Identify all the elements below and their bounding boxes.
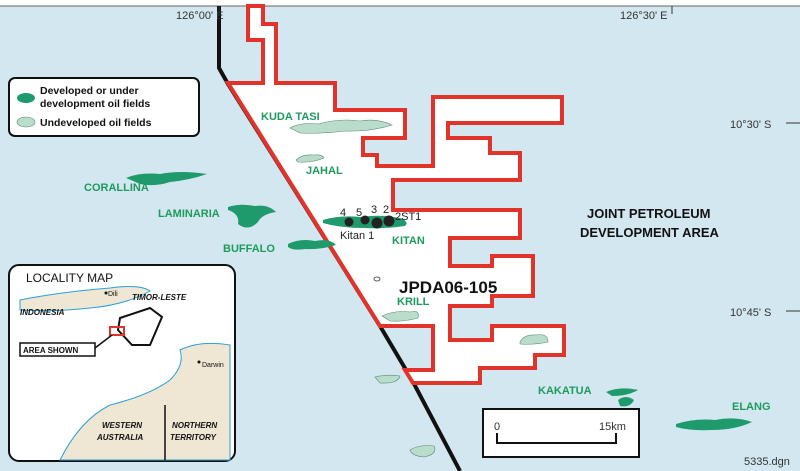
scale-end-label: 15km — [599, 421, 626, 433]
locality-timor-leste: TIMOR-LESTE — [132, 293, 187, 302]
well-label-3: 3 — [371, 204, 377, 216]
top-border — [0, 0, 800, 6]
field-kuda-tasi — [289, 119, 393, 134]
locality-darwin: Darwin — [202, 362, 224, 369]
label-corallina: CORALLINA — [84, 182, 149, 194]
jpda-label-line1: JOINT PETROLEUM — [587, 206, 711, 221]
well-dot-2 — [383, 215, 395, 227]
well-label-5: 5 — [356, 207, 362, 219]
license-label: JPDA06-105 — [399, 278, 497, 297]
label-buffalo: BUFFALO — [223, 243, 275, 255]
field-kakatua — [606, 388, 638, 396]
locality-nt-line2: TERRITORY — [170, 433, 217, 442]
field-undeveloped-east — [519, 334, 549, 345]
locality-wa-line1: WESTERN — [102, 421, 142, 430]
field-krill — [381, 310, 419, 322]
label-elang: ELANG — [732, 401, 771, 413]
developed-field-swatch — [17, 93, 35, 103]
well-label-kitan-1: Kitan 1 — [340, 230, 374, 242]
legend-undeveloped: Undeveloped oil fields — [40, 117, 152, 129]
jpda-label-line2: DEVELOPMENT AREA — [580, 225, 720, 240]
label-krill: KRILL — [397, 296, 430, 308]
file-reference: 5335.dgn — [744, 456, 790, 468]
field-elang — [676, 418, 752, 431]
locality-nt-line1: NORTHERN — [172, 421, 217, 430]
area-shown-marker — [109, 326, 125, 336]
latitude-label-10-45: 10°45' S — [730, 307, 771, 319]
legend: Developed or under development oil field… — [8, 77, 200, 137]
locality-area-shown: AREA SHOWN — [23, 346, 78, 355]
well-markers — [344, 215, 395, 229]
scale-start-label: 0 — [494, 421, 500, 433]
locality-map-inset: LOCALITY MAP Dili TIMOR-LESTE INDONESIA … — [8, 264, 236, 462]
label-kitan: KITAN — [392, 235, 425, 247]
field-buffalo — [288, 240, 336, 250]
well-dot-4 — [344, 217, 354, 227]
well-label-2st1: 2ST1 — [395, 211, 421, 223]
well-dot-5 — [360, 215, 370, 225]
locality-map-title: LOCALITY MAP — [26, 271, 113, 285]
label-jahal: JAHAL — [306, 165, 343, 177]
license-area-jpda06-105 — [224, 4, 566, 385]
well-label-4: 4 — [340, 207, 346, 219]
field-kakatua-2 — [618, 397, 634, 407]
undeveloped-field-swatch — [16, 116, 36, 128]
locality-wa-line2: AUSTRALIA — [96, 433, 143, 442]
well-label-2: 2 — [383, 204, 389, 216]
label-kuda-tasi: KUDA TASI — [261, 111, 320, 123]
longitude-label-126-30: 126°30' E — [620, 10, 667, 22]
latitude-label-10-30: 10°30' S — [730, 119, 771, 131]
label-kakatua: KAKATUA — [538, 385, 592, 397]
field-undeveloped-south — [374, 374, 401, 384]
label-laminaria: LAMINARIA — [158, 208, 220, 220]
legend-developed-line1: Developed or under — [40, 85, 139, 97]
legend-developed-line2: development oil fields — [40, 98, 150, 110]
scale-bar: 0 15km — [482, 408, 640, 458]
field-small — [373, 276, 381, 282]
longitude-label-126-00: 126°00' E — [176, 10, 223, 22]
field-jahal — [295, 154, 325, 163]
field-undeveloped-bottom — [409, 445, 436, 458]
field-laminaria — [228, 204, 276, 228]
well-dot-3 — [371, 217, 383, 229]
locality-dili: Dili — [108, 291, 118, 298]
field-corallina — [126, 172, 207, 186]
locality-indonesia: INDONESIA — [20, 308, 65, 317]
